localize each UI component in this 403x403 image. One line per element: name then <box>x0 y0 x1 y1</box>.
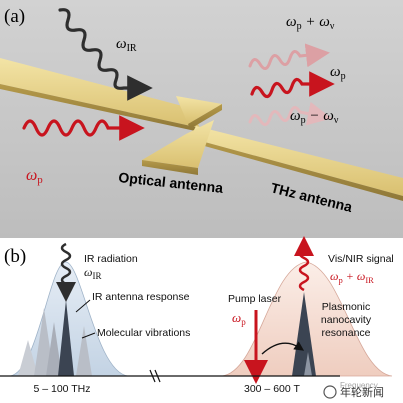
axis-break-mark <box>154 369 161 383</box>
panel-b-tag: (b) <box>4 246 26 267</box>
ir-antenna-pointer <box>75 299 91 313</box>
thz-antenna-strip <box>0 58 403 201</box>
plasmonic-line-2: nanocavity <box>321 314 372 326</box>
watermark: 年轮新闻 Frequency <box>318 381 402 402</box>
ir-radiation-omega: ωIR <box>84 265 101 281</box>
outgoing-arrow-difference <box>248 101 332 126</box>
watermark-logo-icon <box>323 385 337 399</box>
plasmonic-line-3: resonance <box>321 327 370 339</box>
pump-omega-label: ωp <box>232 310 246 327</box>
pump-arrow-left <box>22 115 145 141</box>
vibration-peak-main <box>58 300 74 376</box>
vibration-peak <box>46 322 62 376</box>
vis-nir-signal-label: Vis/NIR signal <box>328 253 394 265</box>
panel-a-tag: (a) <box>4 6 25 27</box>
omega-p-minus-nu-label: ωp − ων <box>290 108 339 126</box>
molecular-vibrations-label: Molecular vibrations <box>97 327 190 339</box>
axis-break-mark <box>149 369 156 383</box>
watermark-text: 年轮新闻 <box>340 385 384 399</box>
pump-laser-label: Pump laser <box>228 293 282 305</box>
plasmonic-line-1: Plasmonic <box>322 301 370 313</box>
signal-arrow <box>294 236 314 292</box>
ir-radiation-arrow <box>58 8 153 101</box>
vibration-peak <box>18 340 38 376</box>
bowtie-optical-antenna <box>142 96 222 175</box>
panel-a: (a) ωIR ωp ωp + ων ωp ωp − ων Optical an… <box>0 0 403 238</box>
signal-omega-label: ωp + ωIR <box>330 269 374 285</box>
omega-p-left-label: ωp <box>26 167 43 186</box>
ir-radiation-arrow-b <box>56 242 76 302</box>
omega-p-right-label: ωp <box>330 64 346 82</box>
signal-peak-main <box>292 292 316 376</box>
ir-antenna-response-label: IR antenna response <box>92 291 190 303</box>
omega-ir-label: ωIR <box>116 36 137 54</box>
axis-end-label: Frequency <box>340 381 378 390</box>
molecular-pointer <box>81 332 96 339</box>
signal-peak-side <box>304 352 312 376</box>
panel-b: (b) IR radiation ωIR IR antenna response… <box>0 236 403 403</box>
shift-arrow <box>261 341 305 355</box>
outgoing-arrow-sum <box>248 43 330 70</box>
watermark-background <box>318 382 402 402</box>
omega-p-plus-nu-label: ωp + ων <box>286 14 335 32</box>
vibration-peak <box>76 326 92 376</box>
axis-label-left: 5 – 100 THz <box>33 383 90 395</box>
axis-label-right: 300 – 600 T <box>244 383 300 395</box>
outgoing-arrow-pump <box>250 71 335 99</box>
ir-radiation-label: IR radiation <box>84 253 138 265</box>
